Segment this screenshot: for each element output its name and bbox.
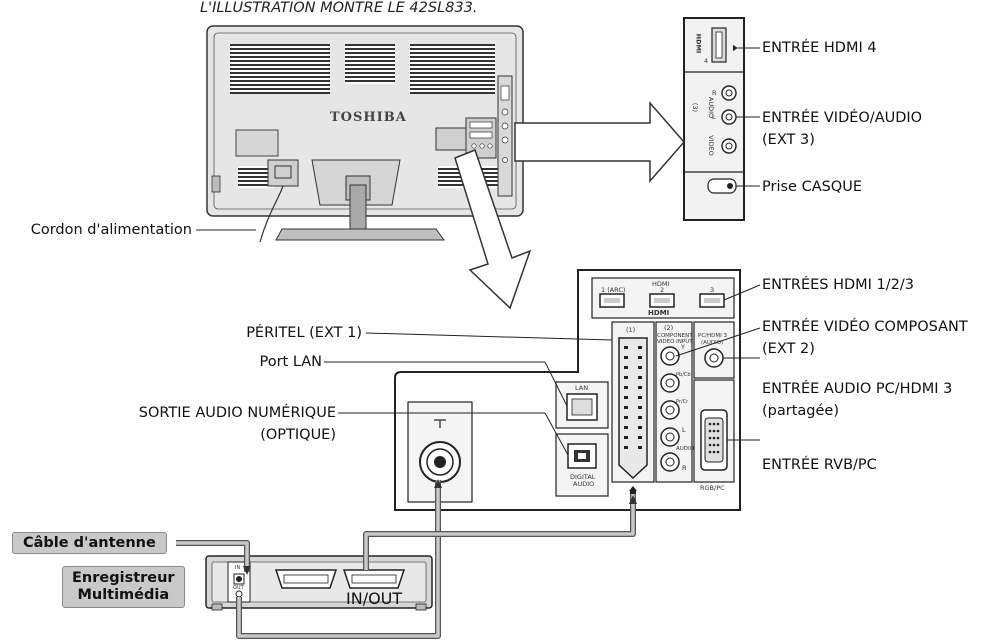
- tv-back: [206, 25, 524, 243]
- panel-scart-num: (1): [626, 326, 636, 334]
- side-video-label: VIDEO: [706, 135, 715, 156]
- side-hdmi-label: HDMI: [694, 33, 703, 54]
- label-video-audio-line2: (EXT 3): [762, 132, 815, 148]
- label-video-audio-line1: ENTRÉE VIDÉO/AUDIO: [762, 110, 923, 126]
- toshiba-logo: TOSHIBA: [330, 110, 407, 125]
- leader-lines: [196, 47, 761, 456]
- tag-recorder-line2: Multimédia: [77, 587, 170, 603]
- panel-hdmi-logo: HDMI: [648, 309, 670, 317]
- panel-hdmi-3: 3: [710, 286, 715, 294]
- vent-left-bottom: [238, 166, 274, 188]
- vent-left-top: [230, 44, 330, 94]
- panel-y: Y: [681, 343, 685, 351]
- label-component-line1: ENTRÉE VIDÉO COMPOSANT: [762, 319, 968, 335]
- panel-component-num: (2): [664, 324, 674, 332]
- panel-pb: Pb/Cb: [676, 372, 691, 378]
- label-digital-audio-line2: (OPTIQUE): [260, 427, 336, 443]
- arrow-to-rear-panel: [454, 149, 532, 310]
- vent-right-top: [410, 44, 495, 94]
- panel-rgb-pc: RGB/PC: [700, 484, 725, 492]
- label-digital-audio-out: SORTIE AUDIO NUMÉRIQUE (OPTIQUE): [60, 404, 336, 444]
- panel-hdmi-header: HDMI: [652, 280, 670, 288]
- recorder-scart-inout: [342, 569, 406, 589]
- label-component-ext2: ENTRÉE VIDÉO COMPOSANT (EXT 2): [762, 318, 968, 358]
- rear-panel: [394, 269, 741, 511]
- panel-component-title2: VIDEO INPUT: [657, 339, 693, 345]
- media-recorder: [205, 555, 433, 611]
- panel-pc-hdmi-2: (AUDIO): [701, 340, 724, 346]
- panel-component-title1: COMPONENT: [657, 333, 693, 339]
- side-l-label: L: [712, 113, 716, 121]
- label-pc-audio-line2: (partagée): [762, 403, 839, 419]
- vent-center-top: [345, 44, 395, 84]
- label-scart-ext1: PÉRITEL (EXT 1): [246, 325, 362, 341]
- label-lan-port: Port LAN: [259, 354, 322, 370]
- power-socket: [267, 159, 299, 187]
- arrow-to-side-panel: [514, 100, 685, 184]
- label-hdmi-123: ENTRÉES HDMI 1/2/3: [762, 277, 914, 293]
- recorder-out-label: OUT: [233, 585, 244, 591]
- panel-digital-1: DIGITAL: [570, 473, 596, 481]
- panel-audio: AUDIO: [676, 446, 694, 452]
- label-in-out: IN/OUT: [346, 589, 403, 608]
- side-3-label: (3): [691, 102, 700, 113]
- label-plate: [235, 129, 279, 157]
- recorder-scart-1: [274, 569, 338, 589]
- recorder-in-label: IN: [235, 565, 241, 571]
- panel-pc-hdmi-1: PC/HDMI 3: [698, 333, 727, 339]
- label-rgb-pc: ENTRÉE RVB/PC: [762, 457, 877, 473]
- panel-pr: Pr/Cr: [676, 399, 689, 405]
- side-4-label: 4: [704, 57, 709, 65]
- scart-connector: [618, 337, 648, 480]
- illustration-caption: L'ILLUSTRATION MONTRE LE 42SL833.: [200, 0, 478, 16]
- label-pc-hdmi3-audio: ENTRÉE AUDIO PC/HDMI 3 (partagée): [762, 380, 952, 420]
- label-component-line2: (EXT 2): [762, 341, 815, 357]
- label-digital-audio-line1: SORTIE AUDIO NUMÉRIQUE: [138, 405, 336, 421]
- panel-hdmi-2: 2: [660, 286, 665, 294]
- tag-antenna-cable: Câble d'antenne: [12, 532, 167, 554]
- panel-digital-2: AUDIO: [573, 480, 595, 488]
- tag-media-recorder: Enregistreur Multimédia: [62, 566, 185, 608]
- tag-recorder-line1: Enregistreur: [72, 570, 175, 586]
- label-headphone: Prise CASQUE: [762, 179, 862, 195]
- cables: [176, 480, 636, 639]
- panel-lan: LAN: [575, 384, 589, 392]
- label-power-cord: Cordon d'alimentation: [30, 222, 192, 238]
- stand-base: [275, 228, 445, 241]
- power-cord: [259, 185, 284, 243]
- label-hdmi-4: ENTRÉE HDMI 4: [762, 40, 877, 56]
- panel-hdmi-1: 1 (ARC): [601, 286, 626, 294]
- side-r-label: R: [712, 89, 717, 97]
- stand-neck: [349, 184, 367, 230]
- panel-l: L: [682, 426, 686, 434]
- side-panel: [683, 17, 745, 221]
- side-terminal-strip: [497, 75, 513, 197]
- panel-r: R: [682, 464, 687, 472]
- label-pc-audio-line1: ENTRÉE AUDIO PC/HDMI 3: [762, 381, 953, 397]
- label-video-audio-ext3: ENTRÉE VIDÉO/AUDIO (EXT 3): [762, 109, 922, 149]
